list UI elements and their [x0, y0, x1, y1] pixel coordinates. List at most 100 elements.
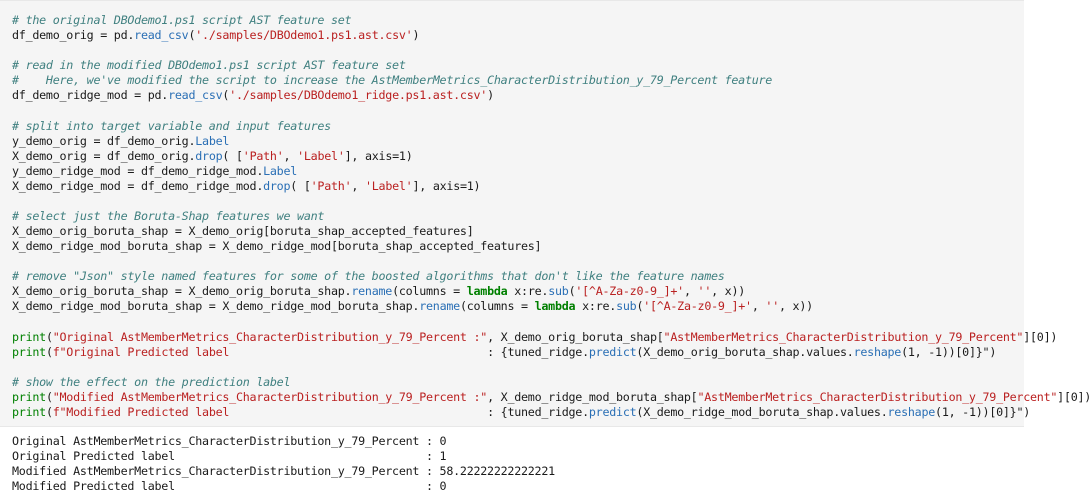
code-token: # the original DBOdemo1.ps1 script AST f…	[12, 13, 352, 27]
code-token: , X_demo_orig_boruta_shap[	[487, 330, 664, 344]
code-token: # split into target variable and input f…	[12, 119, 331, 133]
code-token: : {tuned_ridge.	[487, 405, 589, 419]
output-line: Original AstMemberMetrics_CharacterDistr…	[12, 434, 447, 448]
code-token: print	[12, 330, 46, 344]
code-token: print	[12, 345, 46, 359]
code-token: predict	[588, 405, 637, 419]
code-token: ''	[697, 284, 712, 298]
code-token: Label	[263, 164, 298, 178]
code-token: # read in the modified DBOdemo1.ps1 scri…	[12, 58, 406, 72]
code-token: X_demo_ridge_mod = df_demo_ridge_mod.	[12, 179, 264, 193]
code-token: ,	[751, 299, 766, 313]
code-token: df_demo_orig = pd.	[12, 28, 135, 42]
output-line: Modified Predicted label : 0	[12, 479, 447, 493]
code-token: : {tuned_ridge.	[487, 345, 589, 359]
code-cell-output: Original AstMemberMetrics_CharacterDistr…	[0, 427, 1024, 497]
code-line: # show the effect on the prediction labe…	[12, 375, 291, 390]
code-token: sub	[548, 284, 569, 298]
code-token: print	[12, 405, 46, 419]
code-token: (1, -1))[0]}")	[901, 345, 997, 359]
code-line: print("Original AstMemberMetrics_Charact…	[12, 330, 1057, 345]
code-token: 'Path'	[310, 179, 352, 193]
code-token: (	[188, 28, 196, 42]
code-token: , x))	[711, 284, 746, 298]
code-token: Label	[195, 134, 230, 148]
code-token: (	[45, 345, 53, 359]
code-token: "Modified AstMemberMetrics_CharacterDist…	[52, 390, 488, 404]
code-line: # Here, we've modified the script to inc…	[12, 73, 772, 88]
code-token: (	[45, 390, 53, 404]
code-token: # show the effect on the prediction labe…	[12, 375, 291, 389]
code-token: # Here, we've modified the script to inc…	[12, 73, 773, 87]
code-token: x:re.	[507, 284, 549, 298]
code-token: lambda	[466, 284, 508, 298]
code-line: # read in the modified DBOdemo1.ps1 scri…	[12, 58, 406, 73]
code-line: X_demo_orig = df_demo_orig.drop( ['Path'…	[12, 149, 413, 164]
code-token: ][0])	[1057, 390, 1091, 404]
code-line: y_demo_orig = df_demo_orig.Label	[12, 134, 229, 149]
code-line: # select just the Boruta-Shap features w…	[12, 209, 324, 224]
code-line: print(f"Modified Predicted label : {tune…	[12, 405, 1030, 420]
code-token: (X_demo_orig_boruta_shap.values.	[636, 345, 854, 359]
code-token: ], axis=1)	[344, 149, 413, 163]
code-token: , X_demo_ridge_mod_boruta_shap[	[487, 390, 698, 404]
code-token: (X_demo_ridge_mod_boruta_shap.values.	[636, 405, 888, 419]
code-token: ,	[351, 179, 365, 193]
code-line: df_demo_orig = pd.read_csv('./samples/DB…	[12, 28, 419, 43]
code-token: ,	[283, 149, 298, 163]
code-token: ( [	[290, 179, 311, 193]
code-token: read_csv	[134, 28, 189, 42]
code-token: "AstMemberMetrics_CharacterDistribution_…	[663, 330, 1024, 344]
code-line: X_demo_ridge_mod_boruta_shap = X_demo_ri…	[12, 239, 542, 254]
code-token: f"Modified Predicted label	[52, 405, 488, 419]
code-token: X_demo_orig_boruta_shap = X_demo_orig_bo…	[12, 284, 352, 298]
code-token: X_demo_orig = df_demo_orig.	[12, 149, 196, 163]
code-token: reshape	[887, 405, 936, 419]
code-token: # remove "Json" style named features for…	[12, 269, 725, 283]
code-token: ][0])	[1023, 330, 1058, 344]
code-line: df_demo_ridge_mod = pd.read_csv('./sampl…	[12, 88, 494, 103]
code-line: # split into target variable and input f…	[12, 119, 331, 134]
code-token: df_demo_ridge_mod = pd.	[12, 88, 169, 102]
code-line: X_demo_ridge_mod_boruta_shap = X_demo_ri…	[12, 299, 813, 314]
code-token: y_demo_orig = df_demo_orig.	[12, 134, 196, 148]
code-line: # the original DBOdemo1.ps1 script AST f…	[12, 13, 352, 28]
code-token: ,	[683, 284, 698, 298]
code-line: X_demo_orig_boruta_shap = X_demo_orig[bo…	[12, 224, 474, 239]
code-token: "Original AstMemberMetrics_CharacterDist…	[52, 330, 488, 344]
code-token: y_demo_ridge_mod = df_demo_ridge_mod.	[12, 164, 264, 178]
code-token: )	[487, 88, 494, 102]
code-token: X_demo_orig_boruta_shap = X_demo_orig[bo…	[12, 224, 474, 238]
code-token: 'Label'	[297, 149, 345, 163]
code-token: (	[45, 405, 53, 419]
code-token: 'Label'	[364, 179, 413, 193]
code-token: (1, -1))[0]}")	[935, 405, 1031, 419]
code-token: lambda	[534, 299, 576, 313]
code-token: rename	[419, 299, 460, 313]
code-token: predict	[588, 345, 637, 359]
code-line: X_demo_orig_boruta_shap = X_demo_orig_bo…	[12, 284, 745, 299]
code-token: '[^A-Za-z0-9_]+'	[643, 299, 752, 313]
code-token: (	[45, 330, 53, 344]
code-token: X_demo_ridge_mod_boruta_shap = X_demo_ri…	[12, 299, 420, 313]
code-token: x:re.	[575, 299, 617, 313]
code-token: # select just the Boruta-Shap features w…	[12, 209, 325, 223]
code-token: read_csv	[168, 88, 223, 102]
code-token: ''	[765, 299, 779, 313]
code-token: ], axis=1)	[412, 179, 481, 193]
code-line: print(f"Original Predicted label : {tune…	[12, 345, 996, 360]
code-token: (columns =	[392, 284, 467, 298]
code-token: X_demo_ridge_mod_boruta_shap = X_demo_ri…	[12, 239, 542, 253]
code-token: drop	[263, 179, 291, 193]
code-cell-input[interactable]: # the original DBOdemo1.ps1 script AST f…	[0, 0, 1091, 427]
code-token: , x))	[778, 299, 813, 313]
code-token: '[^A-Za-z0-9_]+'	[575, 284, 684, 298]
code-line: y_demo_ridge_mod = df_demo_ridge_mod.Lab…	[12, 164, 297, 179]
code-token: './samples/DBOdemo1.ps1.ast.csv'	[195, 28, 413, 42]
code-token: drop	[195, 149, 223, 163]
code-line: print("Modified AstMemberMetrics_Charact…	[12, 390, 1091, 405]
output-line: Original Predicted label : 1	[12, 449, 447, 463]
code-token: './samples/DBOdemo1_ridge.ps1.ast.csv'	[229, 88, 488, 102]
code-token: (	[222, 88, 230, 102]
code-token: f"Original Predicted label	[52, 345, 488, 359]
